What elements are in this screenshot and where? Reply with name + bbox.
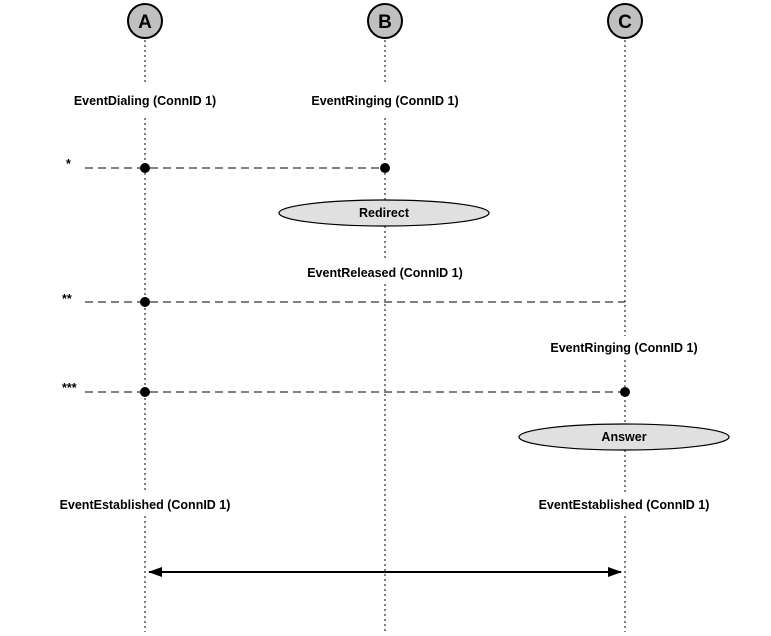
event-c-ringing: EventRinging (ConnID 1) [550, 341, 697, 355]
event-b-released: EventReleased (ConnID 1) [307, 266, 463, 280]
party-a-circle [127, 3, 163, 39]
party-c: C [607, 3, 643, 39]
party-a: A [127, 3, 163, 39]
party-b: B [367, 3, 403, 39]
message-3-dot-a [140, 387, 150, 397]
event-c-established: EventEstablished (ConnID 1) [539, 498, 710, 512]
answer-ellipse [518, 423, 730, 451]
party-c-label: C [618, 12, 632, 33]
party-b-label: B [378, 12, 392, 33]
marker-2: ** [62, 292, 72, 306]
event-a-dialing: EventDialing (ConnID 1) [74, 94, 216, 108]
answer-label: Answer [601, 430, 646, 444]
party-a-label: A [138, 12, 152, 33]
marker-3: *** [62, 381, 77, 395]
redirect-ellipse [278, 199, 490, 227]
event-b-ringing: EventRinging (ConnID 1) [311, 94, 458, 108]
message-2-dot-a [140, 297, 150, 307]
message-1-dot-b [380, 163, 390, 173]
event-a-established: EventEstablished (ConnID 1) [60, 498, 231, 512]
party-c-circle [607, 3, 643, 39]
redirect-label: Redirect [359, 206, 410, 220]
marker-1: * [66, 157, 71, 171]
message-1-dot-a [140, 163, 150, 173]
answer-action: Answer [518, 423, 730, 451]
redirect-action: Redirect [278, 199, 490, 227]
party-b-circle [367, 3, 403, 39]
message-3-dot-c [620, 387, 630, 397]
